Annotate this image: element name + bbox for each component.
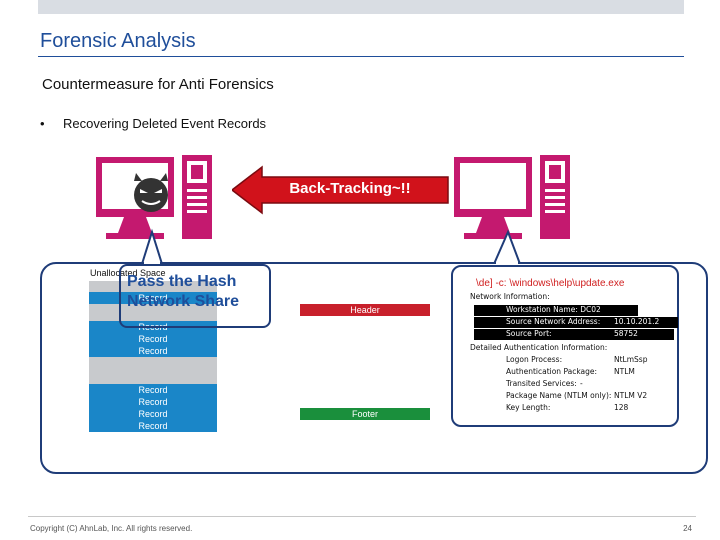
log-row: Source Port: 58752 [474,329,674,340]
log-row: Workstation Name: DC02 [474,305,638,316]
back-tracking-label: Back-Tracking~!! [289,180,411,197]
attacker-computer-icon [96,155,212,239]
record-block: Record [89,420,217,432]
log-logon-process-label: Logon Process: [506,355,563,364]
footer-divider [28,516,696,517]
victim-computer-icon [454,155,570,239]
log-package-name-label: Package Name (NTLM only): [506,391,612,400]
record-block: Record [89,408,217,420]
top-banner [38,0,684,14]
log-key-length-label: Key Length: [506,403,551,412]
recovered-log-panel [451,265,679,427]
log-detailed-auth: Detailed Authentication Information: [470,343,608,352]
pass-the-hash-box [119,264,271,328]
log-command-line: \de] -c: \windows\help\update.exe [476,278,625,289]
event-log-footer-bar: Footer [300,408,430,420]
log-package-name-value: NTLM V2 [614,391,648,400]
record-block: Record [89,384,217,396]
bullet-text: Recovering Deleted Event Records [63,116,267,131]
record-block: Record [89,396,217,408]
log-row: Source Network Address: 10.10.201.2 [474,317,678,328]
network-share-label: Network Share [127,293,240,310]
record-block: Record [89,345,217,357]
log-auth-package-label: Authentication Package: [506,367,598,376]
log-key-length-value: 128 [614,403,629,412]
log-auth-package-value: NTLM [614,367,635,376]
log-source-address-label: Source Network Address: [506,317,601,326]
devil-face-icon [134,173,168,212]
log-transited-value: - [580,379,583,388]
log-source-address-value: 10.10.201.2 [614,317,660,326]
record-block: Record [89,333,217,345]
pass-the-hash-label: Pass the Hash [127,273,237,290]
unallocated-space-label: Unallocated Space [89,268,167,278]
log-network-info: Network Information: [470,292,550,301]
log-source-port-label: Source Port: [506,329,552,338]
copyright-text: Copyright (C) AhnLab, Inc. All rights re… [30,524,193,533]
record-block: Record [89,292,217,304]
pass-the-hash-text: Pass the Hash Network Share [127,272,239,312]
page-number: 24 [683,524,692,533]
log-source-port-value: 58752 [614,329,638,338]
bullet-marker: • [40,116,45,131]
slide-subtitle: Countermeasure for Anti Forensics [42,76,274,93]
log-logon-process-value: NtLmSsp [614,355,648,364]
event-log-header-bar: Header [300,304,430,316]
log-transited-label: Transited Services: [506,379,577,388]
back-arrow-icon [232,165,449,215]
log-workstation-value: DC02 [580,305,601,314]
title-divider [38,56,684,57]
log-workstation-label: Workstation Name: [506,305,578,314]
slide-title: Forensic Analysis [40,30,196,52]
